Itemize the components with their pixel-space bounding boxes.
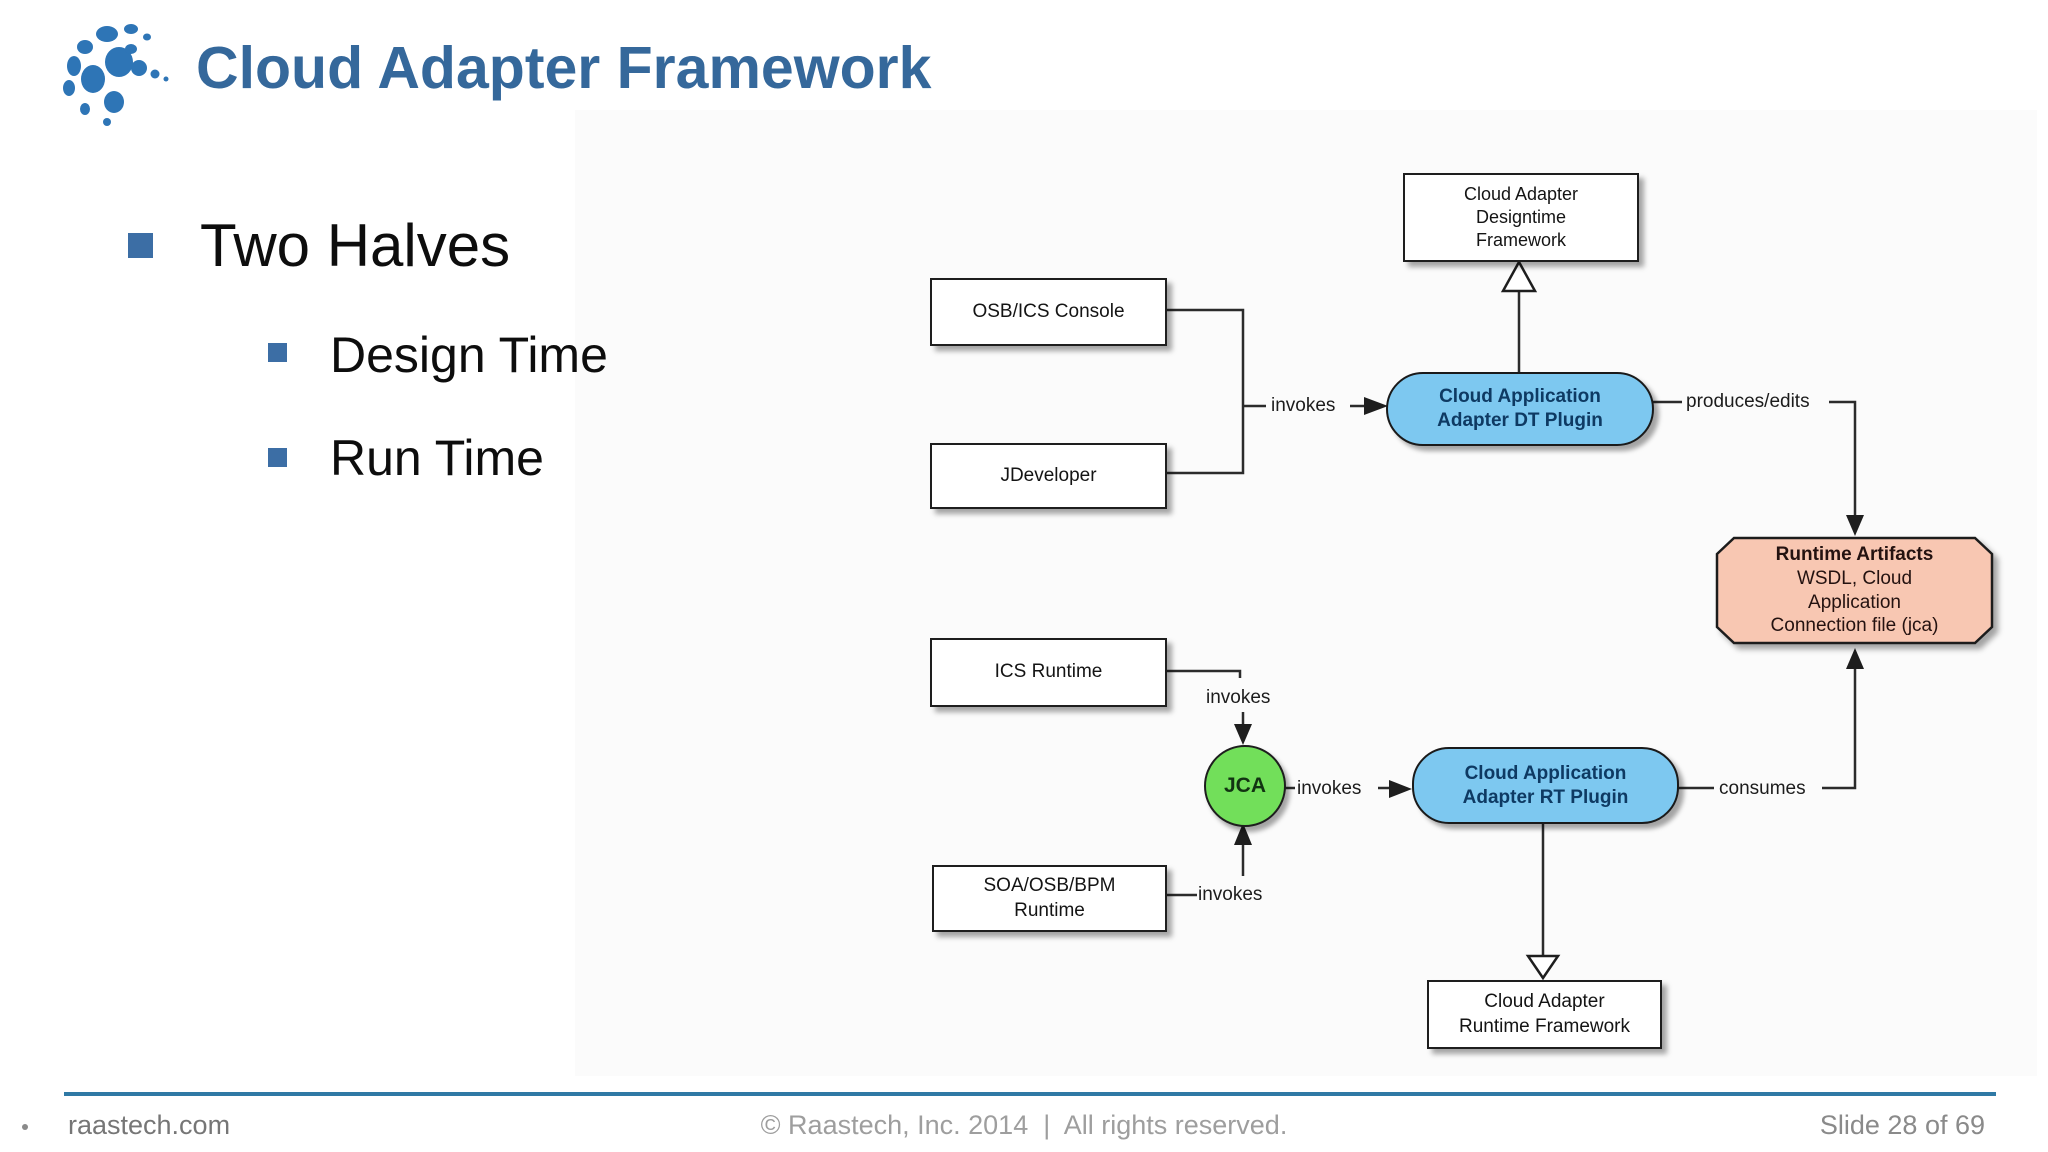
node-cloud-application-adapter-dt-plugin: Cloud Application Adapter DT Plugin [1386, 372, 1654, 446]
edge-label-invokes-ics: invokes [1206, 687, 1271, 708]
generalization-arrow-up [1500, 259, 1538, 293]
generalization-arrow-down [1525, 954, 1561, 981]
node-cloud-adapter-runtime-framework: Cloud Adapter Runtime Framework [1427, 980, 1662, 1049]
footer-slide-number: Slide 28 of 69 [1819, 1110, 1985, 1140]
node-cloud-adapter-designtime-framework: Cloud Adapter Designtime Framework [1403, 173, 1639, 262]
edge-label-invokes-dt: invokes [1271, 395, 1336, 416]
node-ics-runtime: ICS Runtime [930, 638, 1167, 707]
footer-copyright: © Raastech, Inc. 2014 | All rights reser… [760, 1110, 1288, 1140]
bullet-square-icon [268, 343, 287, 362]
bullet-square-icon [268, 448, 287, 467]
raastech-globe-logo-icon [63, 24, 169, 126]
runtime-artifacts-shape [1715, 536, 1994, 645]
node-cloud-application-adapter-rt-plugin: Cloud Application Adapter RT Plugin [1412, 747, 1679, 824]
bullet-run-time: Run Time [330, 430, 544, 486]
node-runtime-artifacts: Runtime Artifacts WSDL, Cloud Applicatio… [1717, 537, 1992, 644]
edge-label-invokes-jca: invokes [1297, 778, 1362, 799]
edge-label-consumes: consumes [1719, 778, 1806, 799]
edge-label-invokes-soa: invokes [1198, 884, 1263, 905]
bullet-design-time: Design Time [330, 327, 608, 383]
slide-title: Cloud Adapter Framework [196, 35, 932, 101]
edge-label-produces-edits: produces/edits [1686, 391, 1810, 412]
runtime-artifacts-body: WSDL, Cloud Application Connection file … [1770, 567, 1939, 637]
bullet-two-halves: Two Halves [200, 212, 511, 279]
footer-website: raastech.com [68, 1110, 231, 1140]
runtime-artifacts-title: Runtime Artifacts [1775, 543, 1934, 565]
node-jdeveloper: JDeveloper [930, 443, 1167, 509]
footer-bullet-dot [22, 1124, 28, 1130]
footer-divider [64, 1092, 1996, 1096]
bullet-square-icon [128, 233, 153, 258]
node-soa-osb-bpm-runtime: SOA/OSB/BPM Runtime [932, 865, 1167, 932]
node-osb-ics-console: OSB/ICS Console [930, 278, 1167, 346]
node-jca: JCA [1204, 745, 1286, 827]
